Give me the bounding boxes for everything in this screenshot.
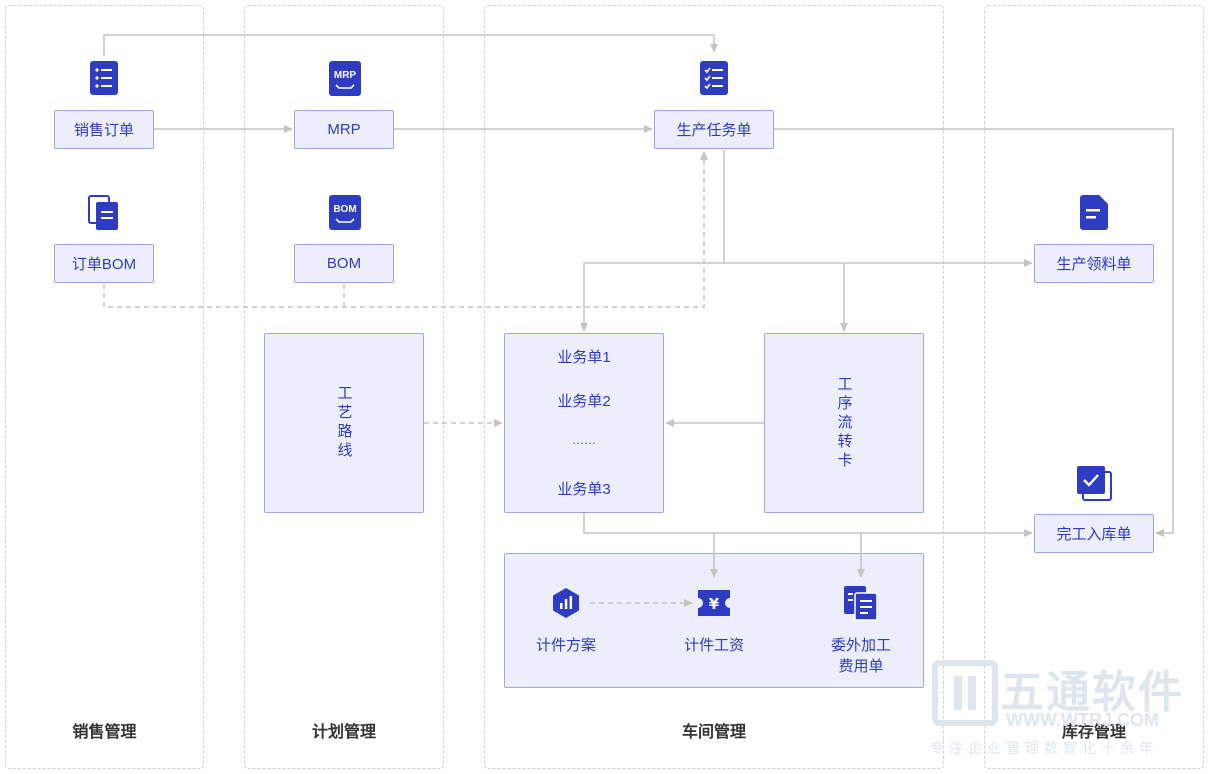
arrow-biz-to-finish xyxy=(583,513,1033,537)
bom-icon: BOM xyxy=(329,195,361,235)
sales-order-node[interactable]: 销售订单 xyxy=(54,110,154,149)
checklist-icon xyxy=(700,61,728,100)
lane-title-shop: 车间管理 xyxy=(681,724,746,741)
process-card-node[interactable]: 工序流转卡 xyxy=(764,333,924,513)
list-icon xyxy=(90,61,118,100)
production-task-node[interactable]: 生产任务单 xyxy=(654,110,774,149)
finish-stock-in-node[interactable]: 完工入库单 xyxy=(1034,514,1154,553)
yen-glyph: ¥ xyxy=(709,595,720,613)
routing-label: 工艺路线 xyxy=(335,385,353,461)
process-card-label: 工序流转卡 xyxy=(835,375,853,471)
arrow-sales-to-task-top xyxy=(103,34,718,56)
lane-sales: 销售管理 xyxy=(5,5,204,769)
yen-ticket-icon: ¥ xyxy=(696,588,732,623)
document-stack-icon xyxy=(88,195,120,236)
business-docs-node[interactable] xyxy=(504,333,664,513)
brand-logo-icon xyxy=(932,660,998,731)
biz-doc-2: 业务单2 xyxy=(557,393,611,410)
biz-doc-1: 业务单1 xyxy=(557,349,611,366)
mrp-node[interactable]: MRP xyxy=(294,110,394,149)
biz-doc-ellipsis: …… xyxy=(572,433,596,447)
mrp-icon: MRP xyxy=(329,61,361,101)
chart-hexagon-icon xyxy=(550,587,582,624)
document-icon xyxy=(1080,195,1108,235)
bom-node[interactable]: BOM xyxy=(294,244,394,283)
lane-plan: 计划管理 xyxy=(244,5,444,769)
lane-title-sales: 销售管理 xyxy=(72,724,137,741)
document-copy-icon xyxy=(843,585,879,626)
lane-stock: 库存管理 xyxy=(984,5,1204,769)
material-requisition-node[interactable]: 生产领料单 xyxy=(1034,244,1154,283)
lane-title-plan: 计划管理 xyxy=(311,724,376,741)
check-square-icon xyxy=(1076,465,1112,506)
outsource-fee-label-2: 费用单 xyxy=(838,658,884,675)
watermark-slogan: 专注企业管理数智化十余年 xyxy=(930,740,1158,756)
biz-doc-3: 业务单3 xyxy=(557,481,611,498)
lane-shop: 车间管理 xyxy=(484,5,944,769)
lane-title-stock: 库存管理 xyxy=(1061,724,1126,741)
arrow-task-to-finish xyxy=(774,128,1174,537)
outsource-fee-label-1: 委外加工 xyxy=(830,637,891,654)
watermark-url: WWW.WTRJ.COM xyxy=(1006,710,1159,730)
mrp-icon-text: MRP xyxy=(334,70,357,81)
piece-wage-label: 计件工资 xyxy=(683,637,744,654)
piece-plan-label: 计件方案 xyxy=(535,637,596,654)
dashed-bom-to-task xyxy=(103,151,708,308)
routing-node[interactable]: 工艺路线 xyxy=(264,333,424,513)
watermark-brand: 五通软件 xyxy=(1000,668,1184,717)
order-bom-node[interactable]: 订单BOM xyxy=(54,244,154,283)
bom-icon-text: BOM xyxy=(333,204,356,215)
